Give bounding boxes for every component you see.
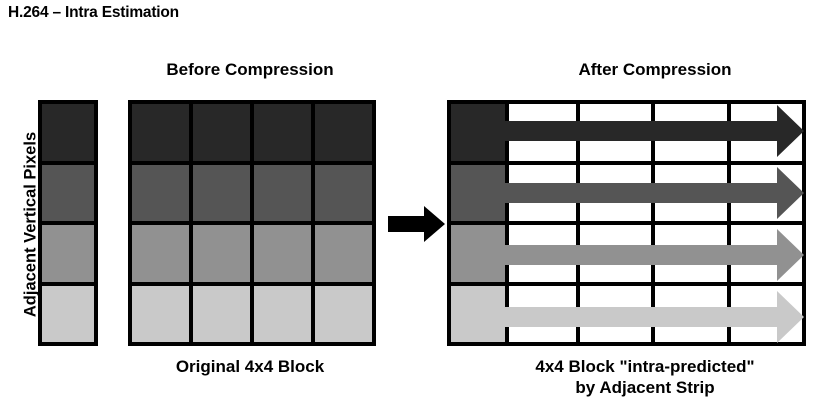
original-cell-r1c3 — [254, 104, 315, 161]
original-block-row-2 — [132, 164, 372, 225]
predicted-cell-r3c3 — [655, 225, 731, 282]
left-adjacent-strip — [38, 100, 98, 346]
original-cell-r3c4 — [315, 225, 372, 282]
predicted-cell-r2c1 — [504, 164, 580, 221]
right-strip-cell-4 — [451, 285, 505, 342]
predicted-cell-r4c3 — [655, 285, 731, 342]
predicted-cell-r1c2 — [579, 104, 655, 161]
original-cell-r1c2 — [193, 104, 254, 161]
original-cell-r3c3 — [254, 225, 315, 282]
predicted-cell-r2c4 — [730, 164, 802, 221]
original-cell-r2c1 — [132, 164, 193, 221]
predicted-cell-r3c2 — [579, 225, 655, 282]
predicted-cell-r4c1 — [504, 285, 580, 342]
original-cell-r4c4 — [315, 285, 372, 342]
left-strip-cell-3 — [42, 225, 94, 286]
right-strip-cell-2 — [451, 164, 505, 225]
caption-predicted-block: 4x4 Block "intra-predicted" by Adjacent … — [480, 356, 810, 398]
left-strip-cell-4 — [42, 285, 94, 342]
heading-after-compression: After Compression — [578, 60, 732, 79]
right-strip-cell-3 — [451, 225, 505, 286]
caption-predicted-line-1: 4x4 Block "intra-predicted" — [535, 357, 755, 376]
page-title: H.264 – Intra Estimation — [8, 4, 179, 21]
predicted-cell-r1c1 — [504, 104, 580, 161]
original-cell-r4c3 — [254, 285, 315, 342]
predicted-cell-r3c1 — [504, 225, 580, 282]
right-arrow-icon — [388, 206, 445, 242]
original-cell-r1c4 — [315, 104, 372, 161]
original-cell-r3c1 — [132, 225, 193, 282]
caption-original-block: Original 4x4 Block — [175, 357, 325, 376]
left-strip-cell-1 — [42, 104, 94, 165]
predicted-cell-r2c2 — [579, 164, 655, 221]
original-block-row-3 — [132, 225, 372, 286]
predicted-cell-r2c3 — [655, 164, 731, 221]
original-cell-r1c1 — [132, 104, 193, 161]
original-cell-r2c4 — [315, 164, 372, 221]
intra-predicted-4x4-block — [500, 100, 806, 346]
predicted-cell-r1c3 — [655, 104, 731, 161]
original-block-row-1 — [132, 104, 372, 165]
predicted-cell-r3c4 — [730, 225, 802, 282]
predicted-cell-r4c4 — [730, 285, 802, 342]
original-cell-r4c1 — [132, 285, 193, 342]
original-4x4-block — [128, 100, 376, 346]
original-cell-r2c3 — [254, 164, 315, 221]
right-adjacent-strip — [447, 100, 509, 346]
predicted-block-row-4 — [504, 285, 802, 342]
original-cell-r4c2 — [193, 285, 254, 342]
caption-predicted-line-2: by Adjacent Strip — [575, 378, 715, 397]
right-strip-cell-1 — [451, 104, 505, 165]
predicted-block-row-1 — [504, 104, 802, 165]
original-cell-r2c2 — [193, 164, 254, 221]
predicted-block-row-2 — [504, 164, 802, 225]
predicted-block-row-3 — [504, 225, 802, 286]
original-cell-r3c2 — [193, 225, 254, 282]
predicted-cell-r1c4 — [730, 104, 802, 161]
predicted-cell-r4c2 — [579, 285, 655, 342]
original-block-row-4 — [132, 285, 372, 342]
heading-before-compression: Before Compression — [166, 60, 334, 79]
left-strip-cell-2 — [42, 164, 94, 225]
